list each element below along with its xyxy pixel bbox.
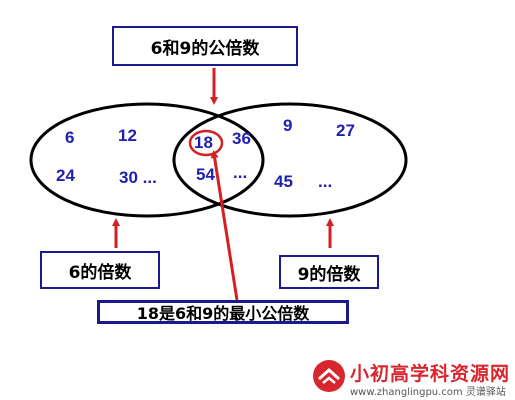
left-number: 30 ... [119, 168, 157, 187]
left-number: 6 [65, 128, 75, 147]
lcm-note-label: 18是6和9的最小公倍数 [97, 300, 349, 324]
intersection-number: 18 [194, 133, 213, 152]
intersection-number: ... [233, 163, 248, 182]
left-number: 24 [56, 166, 75, 185]
multiples-of-9-ellipse [172, 102, 408, 218]
watermark-title: 小初高学科资源网 [350, 363, 511, 385]
left-number: 12 [118, 126, 137, 145]
site-logo-icon [313, 360, 345, 392]
arrow-to-lcm [210, 150, 239, 301]
intersection-number: 54 [196, 165, 215, 184]
right-number: 45 [274, 172, 293, 191]
multiples-of-6-label: 6的倍数 [40, 251, 160, 289]
multiples-of-9-label: 9的倍数 [279, 255, 379, 289]
site-watermark: 小初高学科资源网 www.zhanglingpu.com 灵谱驿站 [312, 357, 512, 398]
watermark-url: www.zhanglingpu.com 灵谱驿站 [350, 387, 506, 398]
right-number: ... [318, 172, 333, 191]
intersection-number: 36 [232, 129, 251, 148]
common-multiples-label: 6和9的公倍数 [112, 26, 298, 66]
lcm-highlight-circle [188, 129, 224, 157]
right-number: 9 [283, 116, 293, 135]
right-number: 27 [336, 121, 355, 140]
multiples-of-6-ellipse [29, 102, 265, 218]
